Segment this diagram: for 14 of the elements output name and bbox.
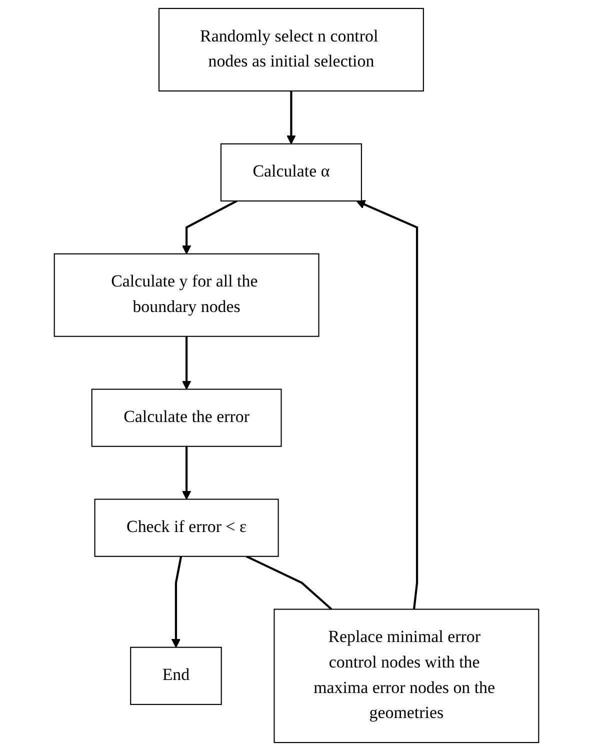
- arrow: [182, 446, 192, 500]
- connector: [246, 555, 332, 610]
- arrow: [182, 200, 238, 254]
- node-box: Calculate α: [220, 143, 362, 202]
- arrow: [356, 200, 418, 610]
- arrow: [182, 336, 192, 390]
- node-box: Replace minimal error control nodes with the maxima error nodes on the geometries: [274, 608, 540, 744]
- node-box: End: [130, 646, 222, 705]
- node-box: Calculate the error: [91, 388, 282, 447]
- node-box: Calculate y for all the boundary nodes: [54, 253, 320, 337]
- node-box: Check if error < ε: [94, 498, 279, 557]
- node-box: Randomly select n control nodes as initial selection: [158, 8, 424, 92]
- arrow: [171, 556, 182, 648]
- arrow: [286, 90, 296, 144]
